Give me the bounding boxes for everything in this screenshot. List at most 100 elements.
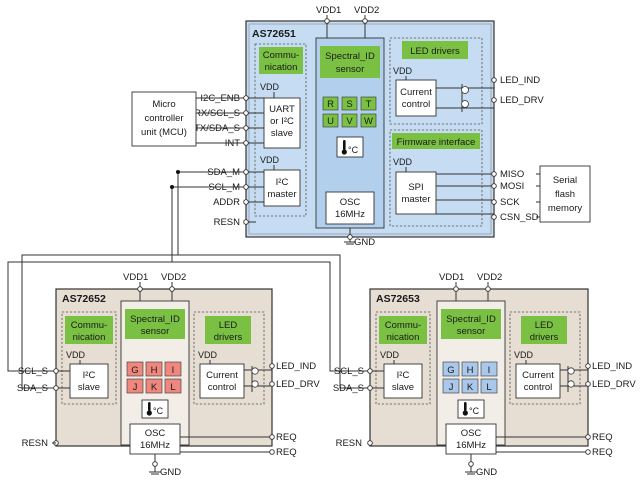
flash-box	[539, 165, 591, 223]
current-control-block	[199, 363, 245, 399]
gnd-pin	[468, 461, 474, 467]
channel-l	[164, 378, 182, 394]
pin-label-scl-s: SCL_S	[334, 366, 364, 377]
pin-label-sck: SCK	[500, 197, 520, 208]
pin-label-sda-s: SDA_S	[333, 383, 364, 394]
led-drivers-section	[193, 311, 265, 405]
temperature-label: °C	[469, 406, 480, 416]
pin-label-sda-s: SDA_S	[17, 383, 48, 394]
led-drivers-section	[509, 311, 581, 405]
vdd1-label: VDD1	[439, 272, 464, 283]
communication-section	[375, 311, 431, 405]
channel-h-label: H	[151, 365, 158, 376]
channel-g-label: G	[447, 365, 454, 376]
spectral-title-2: sensor	[457, 326, 486, 337]
channel-k-label: K	[467, 382, 474, 393]
chip-as72651-title: AS72651	[252, 28, 296, 40]
osc-label: OSC	[461, 428, 482, 439]
pin-sda-m	[243, 169, 249, 175]
chip-as72652: AS72652 VDD1 VDD2 Commu- nication VDD I²…	[17, 272, 320, 478]
mcu-label-2: controller	[144, 113, 183, 124]
vdd1-pin	[453, 286, 459, 292]
osc-label: OSC	[145, 428, 166, 439]
pin-label-mosi: MOSI	[500, 181, 524, 192]
pin-label-req: REQ	[276, 447, 297, 458]
firmware-interface-section	[389, 129, 483, 227]
temperature-label: °C	[153, 406, 164, 416]
pin-label-led-drv: LED_DRV	[592, 379, 636, 390]
channel-v-label: V	[346, 116, 353, 127]
led-drivers-header	[402, 41, 468, 59]
gnd-pin	[347, 234, 353, 240]
pin-label-req: REQ	[592, 432, 613, 443]
vdd2-pin	[169, 286, 175, 292]
communication-title-1: Commu-	[263, 50, 299, 61]
pin-addr	[243, 199, 249, 205]
pin-label-resn: RESN	[214, 217, 241, 228]
channel-h	[461, 361, 479, 377]
communication-section	[254, 43, 307, 217]
channel-k	[145, 378, 163, 394]
i2c-master-label-2: master	[267, 189, 296, 200]
pin-label-miso: MISO	[500, 169, 524, 180]
pin-label-req: REQ	[592, 447, 613, 458]
pin-label-resn: RESN	[336, 438, 363, 449]
led-driver-switch-icon	[251, 380, 259, 388]
communication-title-2: nication	[265, 62, 298, 73]
channel-t-label: T	[366, 99, 372, 110]
channel-l	[480, 378, 498, 394]
pin-label-led-ind: LED_IND	[592, 361, 632, 372]
chip-as72653: AS72653 VDD1 VDD2 Commu- nication VDD I²…	[333, 272, 636, 478]
channel-g	[442, 361, 460, 377]
channel-u	[322, 113, 339, 128]
current-label: Current	[206, 370, 238, 381]
spi-master-block	[395, 171, 437, 215]
channel-s-label: S	[346, 99, 352, 110]
spectral-title-1: Spectral_ID	[130, 314, 180, 325]
pin-sda-s	[53, 385, 59, 391]
spi-label: SPI	[408, 182, 423, 193]
channel-s	[341, 96, 358, 111]
channel-v	[341, 113, 358, 128]
channel-j	[126, 378, 144, 394]
pin-label-led-drv: LED_DRV	[276, 379, 320, 390]
control-label: control	[208, 382, 237, 393]
chip-as72653-title: AS72653	[376, 293, 420, 305]
rstuvw-channels: R S T U V W	[322, 96, 377, 128]
communication-section	[61, 311, 117, 405]
channel-i-label: I	[488, 365, 491, 376]
led-drivers-header	[205, 316, 251, 344]
pin-req	[269, 449, 275, 455]
oscillator-block	[445, 423, 497, 455]
vdd1-pin	[137, 286, 143, 292]
channel-i	[164, 361, 182, 377]
thermometer-icon	[341, 140, 347, 155]
flash-label-3: memory	[548, 203, 583, 214]
communication-header	[259, 47, 303, 74]
pin-led-ind	[585, 363, 591, 369]
pin-req	[585, 434, 591, 440]
vdd2-label: VDD2	[161, 272, 186, 283]
led-driver-switch-icon	[461, 100, 469, 108]
uart-label: UART	[269, 104, 295, 115]
i2c-slave-block	[69, 363, 109, 399]
channel-w	[360, 113, 377, 128]
pin-label-led-drv: LED_DRV	[500, 95, 544, 106]
vdd-label: VDD	[393, 66, 413, 76]
mcu-box	[131, 91, 197, 147]
led-driver-switch-icon	[567, 380, 575, 388]
pin-led-ind	[491, 77, 497, 83]
chip-as72651-inner-border	[248, 23, 492, 235]
pin-scl-s	[53, 368, 59, 374]
communication-title-1: Commu-	[71, 320, 107, 331]
pin-label-resn: RESN	[22, 438, 49, 449]
communication-header	[379, 316, 427, 344]
current-label: Current	[522, 370, 554, 381]
pin-label-addr: ADDR	[213, 197, 240, 208]
channel-k	[461, 378, 479, 394]
vdd2-label: VDD2	[354, 5, 379, 16]
osc-freq-label: 16MHz	[456, 440, 486, 451]
channel-r	[322, 96, 339, 111]
control-label: control	[402, 99, 431, 110]
channel-j	[442, 378, 460, 394]
